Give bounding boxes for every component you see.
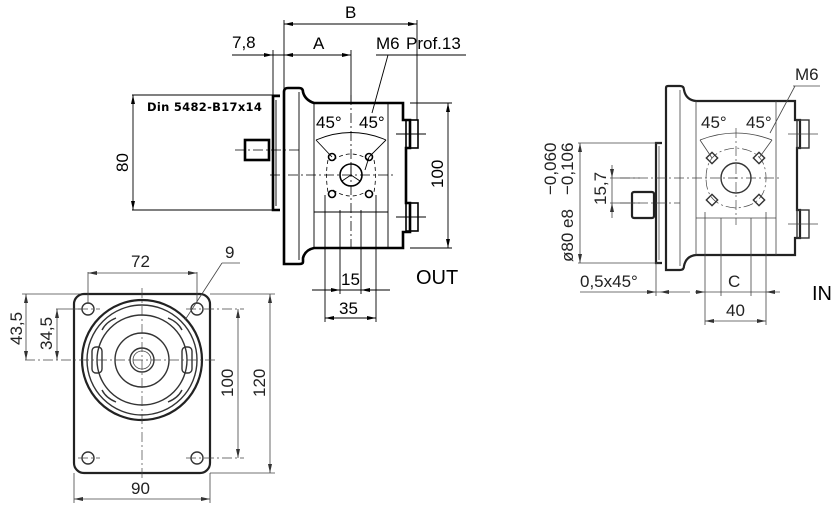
pump-body-outline — [282, 86, 412, 266]
dim-15-7: 15,7 — [591, 172, 610, 205]
port-circle-in — [720, 162, 752, 194]
dim-9: 9 — [225, 243, 234, 262]
bolt-hole — [327, 152, 337, 162]
spline-label: Din 5482-B17x14 — [147, 100, 262, 114]
dim-15: 15 — [341, 270, 360, 289]
bolt-hole — [364, 189, 374, 199]
dim-80: 80 — [113, 153, 132, 172]
bolt-hole — [327, 189, 337, 199]
dim-A: A — [313, 34, 325, 53]
port-label-in: IN — [812, 283, 832, 305]
side-view-in: 45° 45° M6 ø80 e8 −0,060 −0,106 15,7 0,5… — [541, 65, 832, 325]
dim-100-side: 100 — [428, 160, 447, 188]
dim-35: 35 — [339, 299, 358, 318]
thread-label: M6 — [376, 34, 400, 53]
front-view: 72 9 43,5 34,5 100 120 90 — [7, 243, 275, 503]
dim-pilot: ø80 e8 — [558, 209, 577, 262]
depth-label: Prof.13 — [406, 34, 461, 53]
dim-90: 90 — [131, 479, 150, 498]
dim-72: 72 — [131, 252, 150, 271]
side-view-out: 45° 45° B 7,8 A M6 Prof.13 Din 5482-B17x… — [113, 3, 466, 322]
dim-offset: 7,8 — [232, 33, 256, 52]
angle-left-label: 45° — [316, 113, 342, 132]
dim-B: B — [345, 3, 356, 22]
dim-34-5: 34,5 — [37, 317, 56, 350]
thread-label-in: M6 — [795, 65, 819, 84]
dim-chamfer: 0,5x45° — [580, 272, 638, 291]
dim-100-front: 100 — [218, 369, 237, 397]
port-label-out: OUT — [416, 267, 458, 289]
tol-upper: −0,060 — [541, 143, 560, 195]
shaft-key — [630, 190, 656, 220]
dim-C: C — [728, 272, 740, 291]
bolt-hole — [364, 152, 374, 162]
dim-43-5: 43,5 — [7, 312, 26, 345]
dim-40: 40 — [726, 301, 745, 320]
pilot-ring — [271, 94, 280, 212]
angle-left-label-in: 45° — [701, 113, 727, 132]
tol-lower: −0,106 — [558, 143, 577, 195]
dim-120: 120 — [250, 369, 269, 397]
angle-right-label: 45° — [359, 113, 385, 132]
angle-right-label-in: 45° — [746, 113, 772, 132]
